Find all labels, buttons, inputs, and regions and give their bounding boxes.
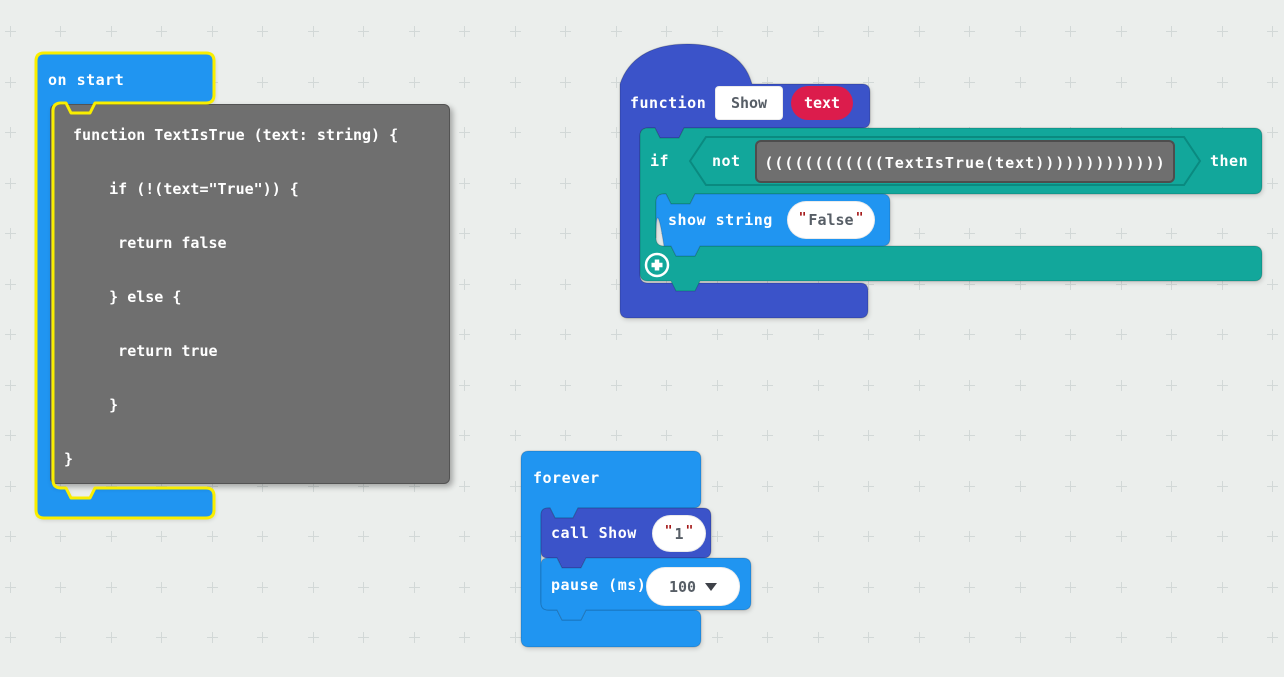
not-label: not	[712, 152, 741, 170]
call-show-arg-field[interactable]: "1"	[652, 515, 706, 552]
call-show-label: call Show	[551, 524, 637, 542]
open-quote: "	[798, 210, 807, 226]
show-string-value-field[interactable]: "False"	[787, 201, 875, 239]
if-label: if	[650, 152, 670, 170]
pause-duration-dropdown[interactable]: 100	[646, 567, 740, 606]
code-line: }	[64, 450, 74, 468]
code-line: if (!(text="True")) {	[64, 180, 299, 198]
pause-duration-value: 100	[668, 577, 697, 596]
close-quote: "	[855, 210, 864, 226]
on-start-label: on start	[48, 71, 125, 89]
plus-icon	[651, 259, 663, 271]
then-label: then	[1210, 152, 1249, 170]
code-line: function TextIsTrue (text: string) {	[64, 126, 399, 144]
function-param-pill[interactable]: text	[791, 86, 853, 120]
code-line: } else {	[64, 288, 182, 306]
close-quote: "	[685, 524, 694, 539]
code-line: return true	[64, 342, 218, 360]
dropdown-arrow-icon	[705, 582, 718, 591]
show-string-value: False	[808, 211, 854, 229]
show-string-label: show string	[668, 211, 773, 229]
code-line: return false	[64, 234, 227, 252]
open-quote: "	[664, 524, 673, 539]
condition-expression-field[interactable]: ((((((((((((TextIsTrue(text)))))))))))))	[755, 140, 1175, 183]
forever-label: forever	[533, 469, 600, 487]
function-name-field[interactable]: Show	[715, 86, 783, 120]
pause-label: pause (ms)	[551, 576, 647, 594]
function-keyword-label: function	[630, 94, 707, 112]
expand-else-plus-button[interactable]	[644, 252, 670, 278]
javascript-code-block[interactable]: function TextIsTrue (text: string) { if …	[50, 104, 450, 484]
call-show-arg-value: 1	[674, 524, 684, 543]
code-line: }	[64, 396, 119, 414]
